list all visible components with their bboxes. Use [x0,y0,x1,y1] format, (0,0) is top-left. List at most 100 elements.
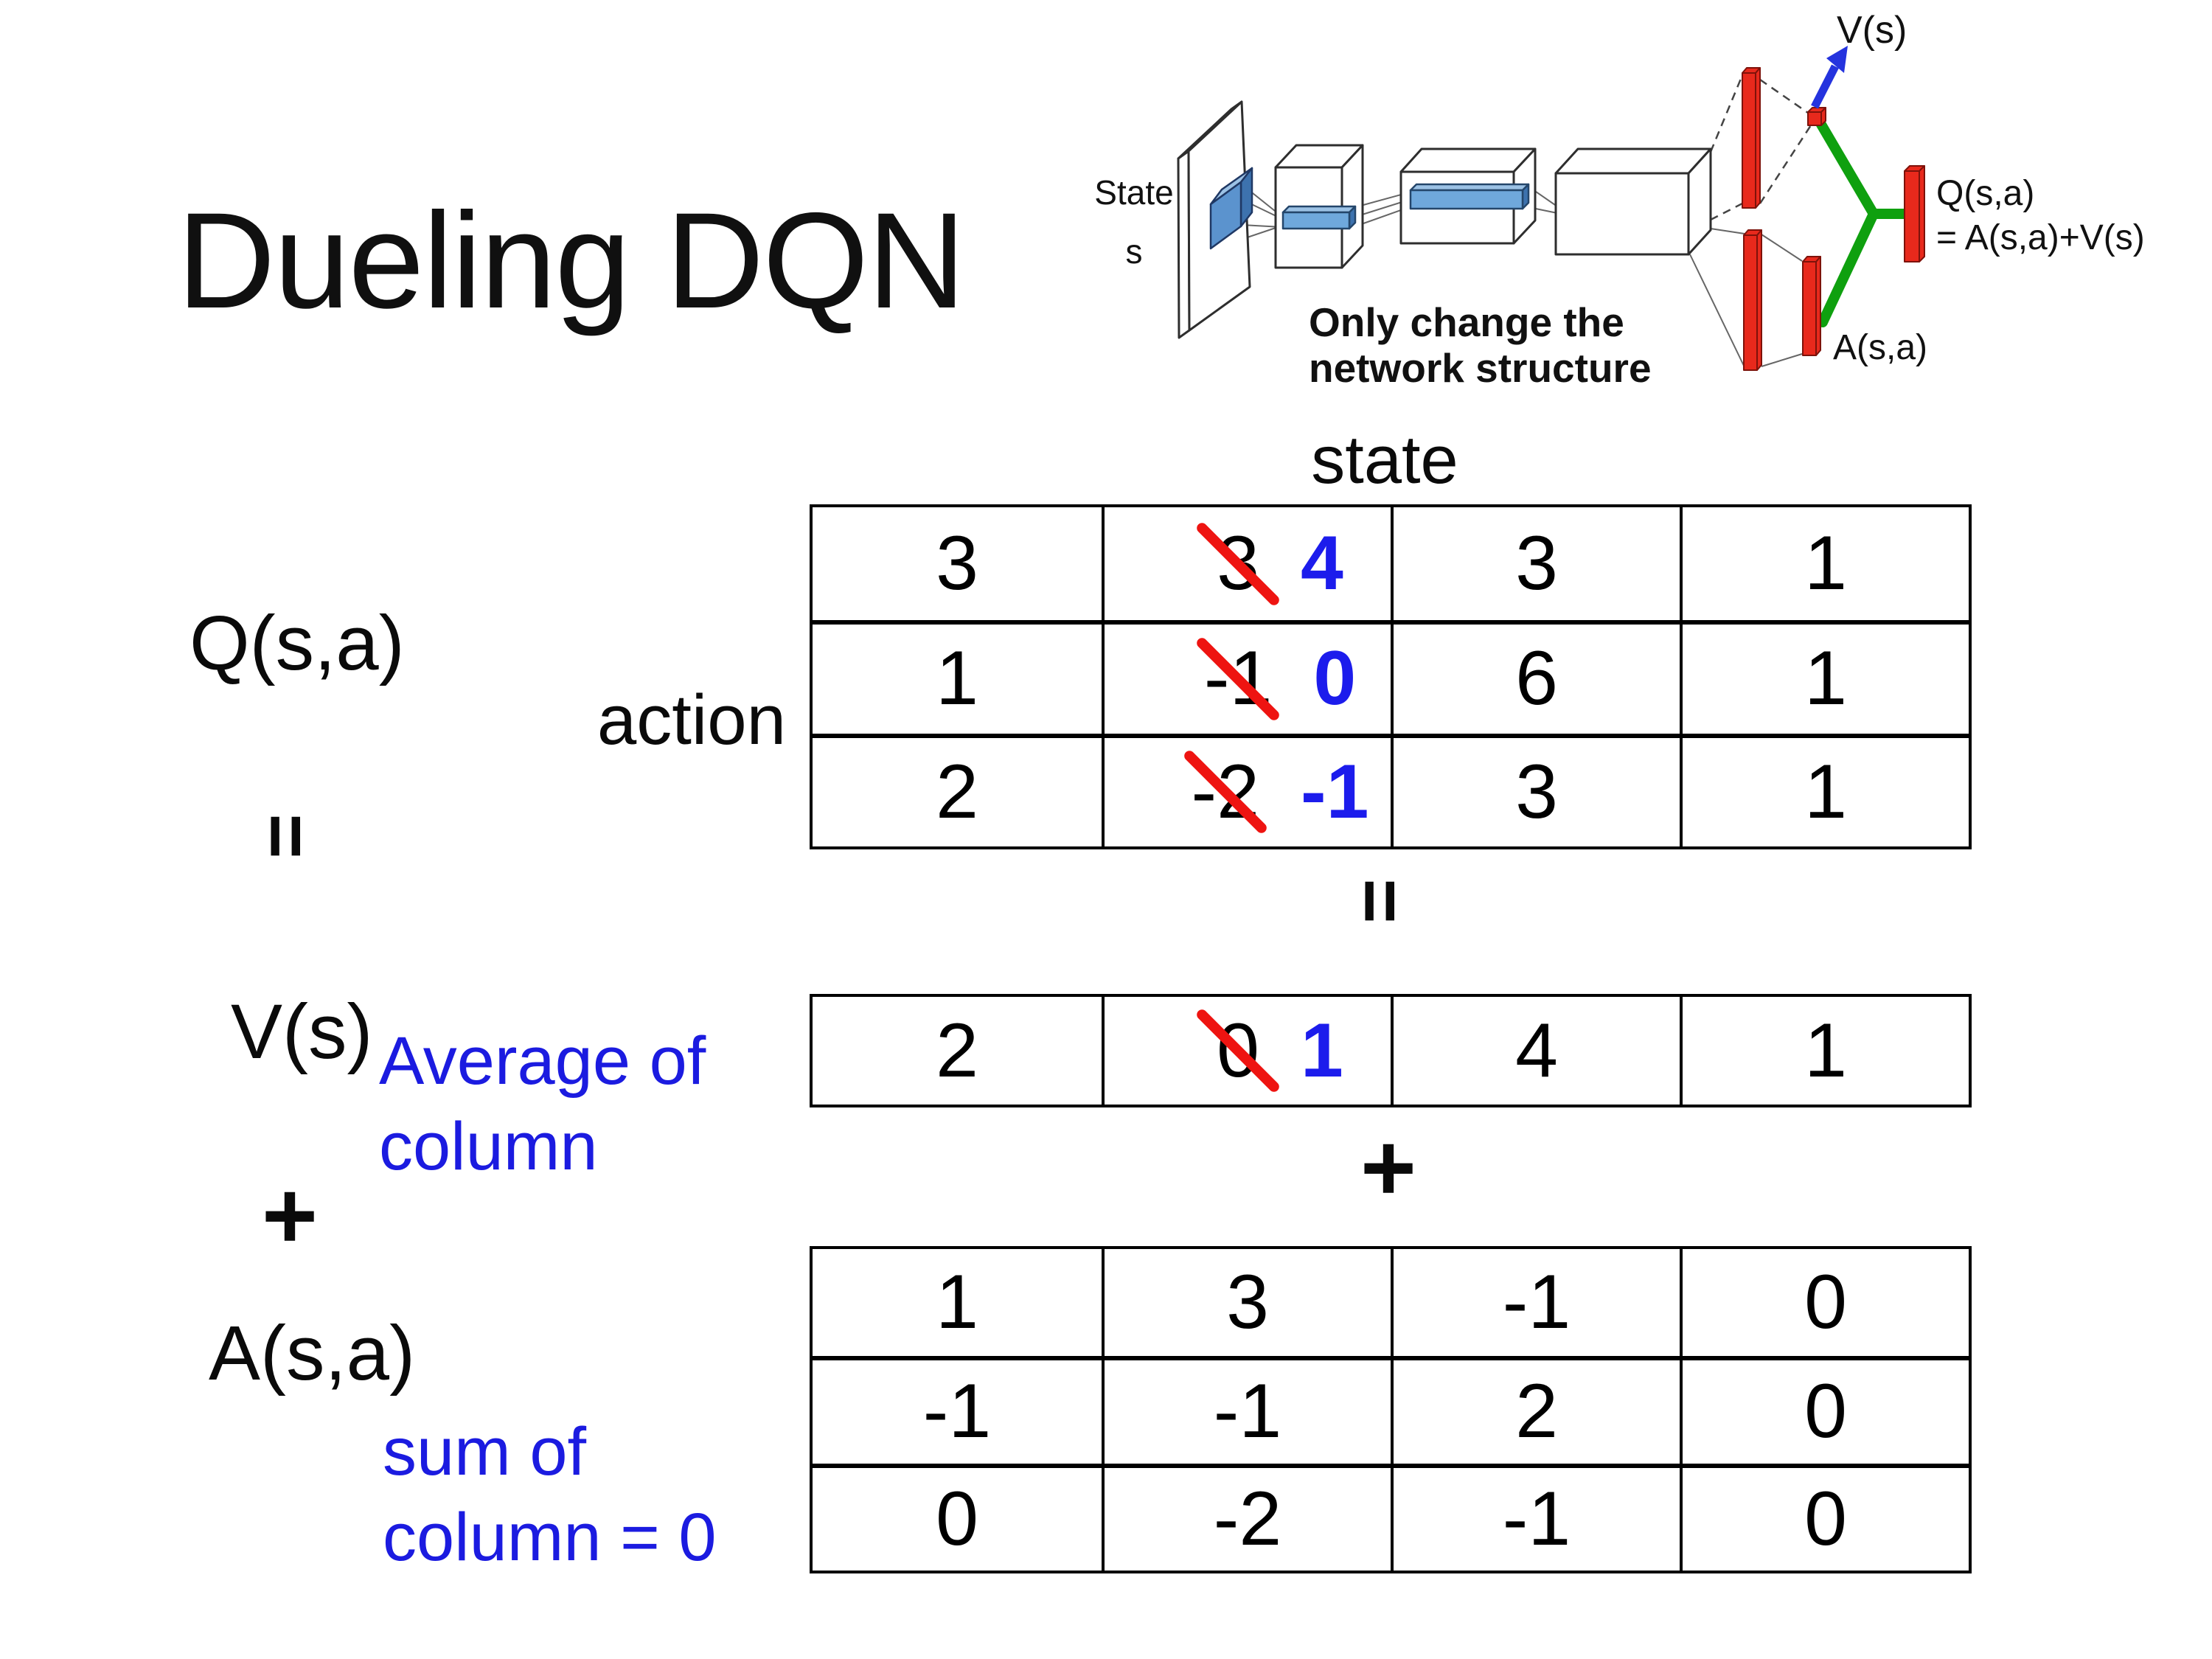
feature-bar-2 [1409,183,1530,210]
cell-value: -1 [1213,1368,1282,1455]
a-note: sum of column = 0 [383,1410,717,1581]
cell-value: -2 [1213,1475,1282,1562]
diagram-note-line1: Only change the [1309,299,1624,345]
action-axis-label: action [597,681,786,759]
v-table: 2 0 1 4 1 [810,994,1972,1107]
replacement-value: 4 [1301,521,1343,607]
table-cell: 1 [1680,620,1969,734]
cell-value: 1 [1804,636,1847,722]
cell-value: 1 [936,1259,978,1346]
v-output-label: V(s) [1837,9,1907,52]
q-output-bar [1904,165,1925,262]
cell-value: 1 [1804,521,1847,607]
advantage-stream-links [1689,228,1803,368]
replacement-value: 0 [1313,636,1357,722]
table-cell: -2 [1102,1463,1391,1571]
cell-value: 0 [936,1475,978,1562]
state-input-label-line2: s [1126,232,1143,271]
value-node [1807,107,1826,126]
table-cell: 0 [1680,1463,1969,1571]
plus-symbol-left: + [262,1161,318,1269]
value-stream-bar [1742,67,1761,209]
value-arrow-icon [1811,46,1848,109]
conv-patch-icon [1209,167,1253,250]
slide-title: Dueling DQN [177,185,966,337]
equals-glyph: = [1337,878,1424,924]
table-cell: 3 [1391,733,1680,846]
equals-symbol-left: = [234,785,338,888]
table-cell: 4 [1391,997,1680,1105]
table-cell: -1 [813,1356,1102,1463]
replacement-value: 1 [1301,1007,1343,1093]
table-cell: 3 [1391,507,1680,621]
table-cell: 3 [1102,1249,1391,1357]
table-cell: 1 [1680,997,1969,1105]
table-cell: 0 [813,1463,1102,1571]
a-output-label: A(s,a) [1833,328,1927,367]
feature-bar-1 [1281,205,1357,230]
equals-symbol-center: = [1329,849,1432,953]
state-axis-label: state [1311,422,1458,498]
table-cell: -1 [1102,1356,1391,1464]
v-matrix-label: V(s) [231,989,373,1075]
q-matrix-label: Q(s,a) [189,600,405,686]
v-note: Average of column [379,1019,706,1190]
value-pair: 0 1 [1194,1007,1343,1095]
table-cell: 1 [813,620,1102,733]
diagram-note-line2: network structure [1309,345,1652,391]
value-pair: -2 -1 [1182,748,1369,836]
plus-symbol-center: + [1360,1113,1416,1221]
table-cell-crossed: -1 0 [1102,620,1391,734]
network-diagram: V(s) Q(s,a) = A(s,a)+V(s) A(s,a) State s… [1094,9,2145,391]
cell-value: 0 [1804,1368,1847,1455]
cell-value: 6 [1515,636,1558,722]
table-cell: -1 [1391,1463,1680,1571]
a-table: 1 3 -1 0 -1 -1 2 0 0 -2 -1 0 [810,1246,1972,1573]
a-note-line1: sum of [383,1414,587,1489]
cell-value: 1 [1804,748,1847,835]
table-cell: 3 [813,507,1102,620]
cell-value: 3 [1515,521,1558,607]
table-cell: 6 [1391,620,1680,734]
equals-glyph: = [243,813,330,859]
a-matrix-label: A(s,a) [209,1310,416,1397]
table-cell: 1 [813,1249,1102,1356]
value-stream-dashed-links [1709,74,1812,221]
table-cell: 1 [1680,507,1969,621]
q-output-label: Q(s,a) [1936,174,2034,213]
cell-value: -1 [1502,1259,1571,1346]
cell-value: -1 [922,1368,992,1455]
cell-value: 1 [1804,1007,1847,1093]
table-cell: 2 [813,733,1102,846]
table-cell-crossed: 3 4 [1102,507,1391,621]
cell-value: 4 [1515,1007,1558,1093]
merge-link [1813,114,1911,327]
advantage-stream-bar [1743,229,1762,371]
cell-value: 0 [1804,1475,1847,1562]
fc-bars [1742,67,1925,371]
cell-value: 1 [936,636,978,722]
value-pair: -1 0 [1194,635,1357,723]
state-input-label-line1: State [1094,173,1173,212]
table-cell: 1 [1680,733,1969,846]
cell-value: 2 [1515,1368,1558,1455]
v-note-line2: column [379,1108,598,1184]
a-note-line2: column = 0 [383,1499,717,1575]
v-note-line1: Average of [379,1023,706,1099]
table-cell: -1 [1391,1249,1680,1357]
q-table: 3 3 4 3 1 1 -1 0 6 1 2 -2 -1 3 1 [810,504,1972,849]
table-cell: 2 [813,997,1102,1105]
q-output-formula: = A(s,a)+V(s) [1936,218,2145,257]
struck-value: 0 [1194,1007,1281,1095]
advantage-output-bar [1802,256,1821,356]
table-cell-crossed: -2 -1 [1102,733,1391,846]
replacement-value: -1 [1301,748,1369,835]
cell-value: 2 [936,748,978,835]
struck-value: 3 [1194,520,1281,608]
struck-value: -2 [1182,748,1269,836]
cell-value: 3 [1226,1259,1269,1346]
cell-value: 3 [936,521,978,607]
table-cell-crossed: 0 1 [1102,997,1391,1105]
table-cell: 0 [1680,1249,1969,1357]
